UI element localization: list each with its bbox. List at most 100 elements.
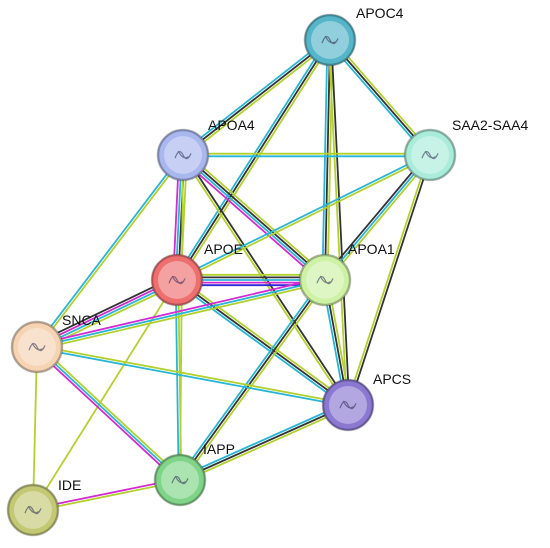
node-apoc4[interactable]: APOC4	[303, 5, 404, 67]
node-ring	[153, 453, 207, 507]
node-label-apoe: APOE	[204, 241, 243, 257]
edge-line-co-expression	[348, 155, 433, 406]
edge-line-co-expression	[182, 39, 331, 156]
node-apoe[interactable]: APOE	[150, 241, 243, 307]
edge-saa2-saa4-apoe[interactable]	[176, 153, 431, 282]
edge-line-database	[36, 346, 181, 481]
edge-line-database	[174, 280, 180, 481]
node-ring	[6, 483, 60, 537]
node-ring	[403, 128, 457, 182]
edge-line-co-expression	[34, 275, 176, 345]
node-apcs[interactable]: APCS	[321, 371, 411, 432]
edge-line-text-mining	[178, 40, 333, 282]
edge-line-experiments	[34, 348, 179, 483]
edge-line-database	[177, 277, 324, 480]
edge-line-database	[174, 38, 329, 280]
node-apoa1[interactable]: APOA1	[298, 241, 395, 307]
edge-apoc4-apcs[interactable]	[327, 39, 351, 406]
edge-apoe-ide[interactable]	[32, 279, 178, 511]
edge-saa2-saa4-apoa1[interactable]	[322, 152, 433, 283]
node-ring	[150, 253, 204, 307]
edge-line-text-mining	[184, 41, 333, 158]
edge-line-co-expression	[179, 404, 349, 481]
edge-line-text-mining	[32, 279, 178, 511]
edge-line-text-mining	[331, 37, 433, 154]
edge-line-database	[178, 401, 348, 479]
node-label-iapp: IAPP	[203, 441, 235, 457]
edge-line-text-mining	[38, 344, 183, 479]
edge-snca-iapp[interactable]	[34, 344, 183, 483]
protein-structure-icon	[168, 275, 186, 285]
protein-structure-icon	[174, 150, 192, 160]
edge-line-co-expression	[176, 279, 349, 406]
edge-line-database	[174, 281, 347, 408]
edge-line-text-mining	[180, 406, 350, 484]
edge-line-text-mining	[184, 151, 329, 278]
protein-structure-icon	[339, 400, 357, 410]
edge-line-experiments	[36, 278, 177, 347]
edge-line-text-mining	[37, 344, 349, 405]
edge-line-database	[324, 154, 431, 281]
node-ring	[10, 320, 64, 374]
edge-line-experiments	[36, 276, 325, 346]
node-ring	[303, 13, 357, 67]
edge-line-database	[36, 347, 348, 408]
edge-line-text-mining	[178, 277, 351, 404]
edge-line-co-expression	[324, 39, 331, 281]
edge-snca-ide[interactable]	[32, 346, 38, 511]
edge-apoa4-saa2-saa4[interactable]	[183, 152, 430, 158]
edge-line-co-expression	[176, 39, 331, 281]
edge-line-text-mining	[326, 156, 433, 283]
edge-line-database	[327, 41, 429, 158]
edge-apoa1-iapp[interactable]	[177, 277, 328, 483]
node-label-saa2-saa4: SAA2-SAA4	[452, 117, 528, 133]
node-apoa4[interactable]: APOA4	[156, 117, 255, 182]
protein-structure-icon	[28, 342, 46, 352]
node-ring	[156, 128, 210, 182]
edge-snca-apcs[interactable]	[36, 344, 349, 408]
edge-apcs-iapp[interactable]	[178, 401, 350, 484]
edge-apoa1-snca[interactable]	[36, 276, 326, 351]
node-label-snca: SNCA	[62, 312, 102, 328]
edge-line-text-mining	[345, 154, 430, 405]
edge-line-database	[36, 279, 326, 348]
edge-line-co-expression	[179, 279, 326, 481]
protein-structure-icon	[316, 275, 334, 285]
edge-line-text-mining	[181, 280, 328, 483]
protein-structure-icon	[171, 475, 189, 485]
edge-apoe-iapp[interactable]	[174, 279, 183, 481]
edge-apoc4-apoa1[interactable]	[321, 39, 334, 281]
node-label-apcs: APCS	[373, 371, 411, 387]
node-ring	[298, 253, 352, 307]
protein-structure-icon	[321, 35, 339, 45]
edge-line-co-expression	[183, 153, 327, 280]
node-ring	[321, 378, 375, 432]
edge-apoc4-apoa4[interactable]	[180, 37, 333, 158]
node-snca[interactable]: SNCA	[10, 312, 102, 374]
node-label-ide: IDE	[58, 477, 81, 493]
node-saa2-saa4[interactable]: SAA2-SAA4	[403, 117, 528, 182]
edge-line-co-expression	[330, 39, 351, 405]
node-iapp[interactable]: IAPP	[153, 441, 235, 507]
edge-line-database	[181, 155, 325, 282]
protein-structure-icon	[24, 505, 42, 515]
edge-line-text-mining	[327, 40, 348, 406]
edge-line-text-mining	[32, 346, 38, 511]
edge-saa2-saa4-apcs[interactable]	[345, 154, 433, 406]
edge-line-text-mining	[37, 281, 326, 351]
edge-line-database	[176, 153, 430, 280]
edge-line-database	[321, 39, 329, 280]
node-ide[interactable]: IDE	[6, 477, 81, 537]
edge-apoa4-snca[interactable]	[35, 153, 185, 349]
edge-line-text-mining	[37, 155, 185, 349]
edge-line-database	[35, 153, 183, 347]
edge-line-experiments	[179, 157, 324, 284]
edge-line-co-expression	[322, 152, 429, 279]
edge-apoc4-apoe[interactable]	[174, 38, 333, 282]
edge-apoa4-apoa1[interactable]	[179, 151, 329, 284]
node-label-apoa1: APOA1	[348, 241, 395, 257]
edge-apoe-apcs[interactable]	[174, 277, 351, 408]
node-label-apoa4: APOA4	[208, 117, 255, 133]
